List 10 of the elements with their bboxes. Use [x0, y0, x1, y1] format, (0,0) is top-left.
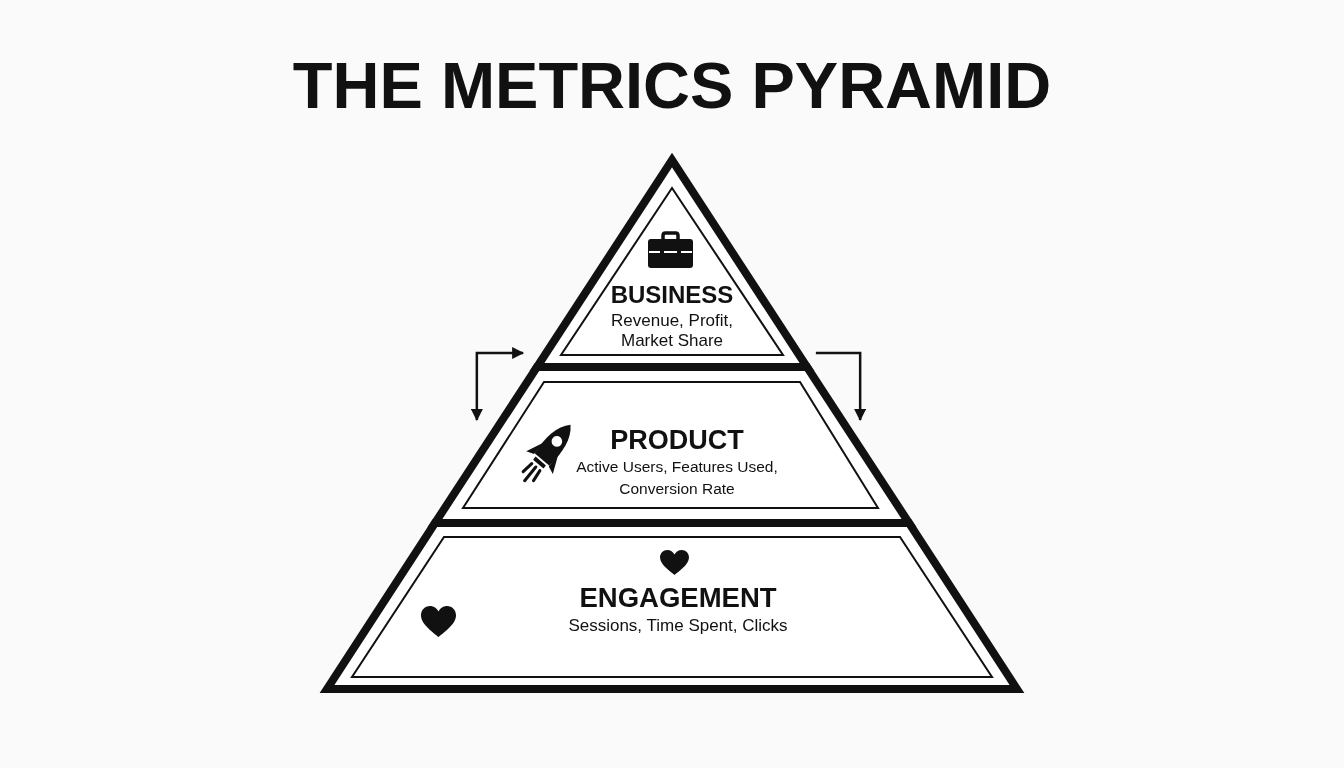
title: THE METRICS PYRAMID — [292, 48, 1052, 124]
arrow — [815, 351, 867, 421]
tier-metrics: Active Users, Features Used, Conversion Rate — [575, 457, 779, 499]
tier-metrics: Sessions, Time Spent, Clicks — [567, 615, 789, 637]
tier-title: BUSINESS — [610, 281, 734, 309]
pyramid-tier — [319, 519, 1025, 694]
tier-metrics: Revenue, Profit, Market Share — [610, 311, 734, 351]
tier-title: ENGAGEMENT — [579, 582, 777, 614]
tier-title: PRODUCT — [610, 424, 744, 456]
arrow — [470, 347, 525, 421]
